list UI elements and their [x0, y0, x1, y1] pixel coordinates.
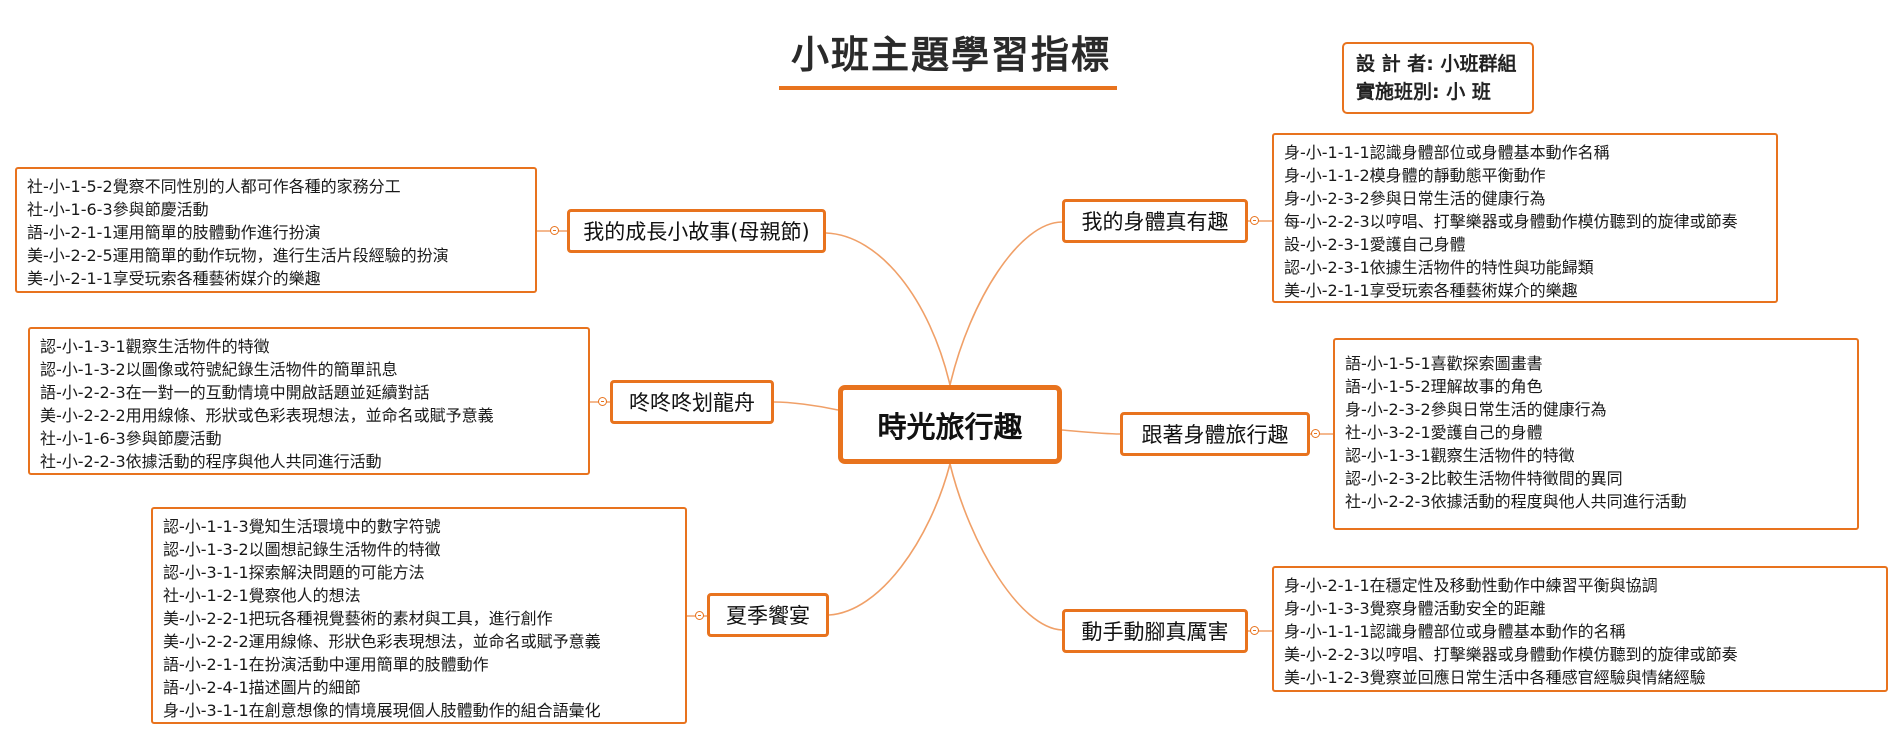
detail-box-branch-4[interactable]: 身-小-1-1-1認識身體部位或身體基本動作名稱 身-小-1-1-2模身體的靜動…	[1272, 133, 1778, 303]
collapse-toggle-icon[interactable]	[695, 611, 704, 620]
connector-center-to-branch-2	[773, 401, 839, 411]
detail-item: 認-小-1-3-2以圖想記錄生活物件的特徵	[163, 540, 441, 559]
detail-item: 語-小-1-5-1喜歡探索圖畫書	[1345, 354, 1543, 373]
detail-item: 美-小-2-1-1享受玩索各種藝術媒介的樂趣	[1284, 281, 1578, 300]
connector-center-to-branch-1	[825, 232, 951, 386]
detail-item: 語-小-2-1-1運用簡單的肢體動作進行扮演	[27, 223, 321, 242]
detail-item: 每-小-2-2-3以哼唱、打擊樂器或身體動作模仿聽到的旋律或節奏	[1284, 212, 1738, 231]
collapse-toggle-icon[interactable]	[598, 397, 607, 406]
branch-topic-summer-feast[interactable]: 夏季饗宴	[707, 593, 829, 637]
page-title: 小班主題學習指標	[790, 33, 1111, 77]
central-topic[interactable]: 時光旅行趣	[838, 385, 1062, 464]
detail-box-branch-2[interactable]: 認-小-1-3-1觀察生活物件的特徵 認-小-1-3-2以圖像或符號紀錄生活物件…	[28, 327, 590, 475]
detail-item: 語-小-2-1-1在扮演活動中運用簡單的肢體動作	[163, 655, 489, 674]
detail-item: 語-小-2-2-3在一對一的互動情境中開啟話題並延續對話	[40, 383, 430, 402]
detail-item: 社-小-1-2-1覺察他人的想法	[163, 586, 361, 605]
detail-item: 美-小-2-2-1把玩各種視覺藝術的素材與工具，進行創作	[163, 609, 553, 628]
collapse-toggle-icon[interactable]	[1311, 429, 1320, 438]
detail-item: 社-小-2-2-3依據活動的程序與他人共同進行活動	[40, 452, 382, 471]
branch-topic-dragon-boat[interactable]: 咚咚咚划龍舟	[610, 380, 774, 424]
detail-item: 美-小-2-2-2用用線條、形狀或色彩表現想法，並命名或賦予意義	[40, 406, 494, 425]
collapse-toggle-icon[interactable]	[1250, 216, 1259, 225]
detail-box-branch-1[interactable]: 社-小-1-5-2覺察不同性別的人都可作各種的家務分工 社-小-1-6-3參與節…	[15, 167, 537, 293]
detail-item: 美-小-2-2-5運用簡單的動作玩物，進行生活片段經驗的扮演	[27, 246, 449, 265]
detail-item: 認-小-1-3-1觀察生活物件的特徵	[40, 337, 270, 356]
connector-center-to-branch-3	[828, 463, 951, 616]
connector-center-to-branch-4	[949, 221, 1063, 386]
detail-item: 語-小-1-5-2理解故事的角色	[1345, 377, 1543, 396]
class-line: 實施班別: 小 班	[1356, 81, 1491, 103]
designer-info-box: 設 計 者: 小班群組 實施班別: 小 班	[1342, 42, 1534, 114]
detail-box-branch-6[interactable]: 身-小-2-1-1在穩定性及移動性動作中練習平衡與協調 身-小-1-3-3覺察身…	[1272, 566, 1888, 692]
collapse-toggle-icon[interactable]	[550, 226, 559, 235]
detail-box-branch-3[interactable]: 認-小-1-1-3覺知生活環境中的數字符號 認-小-1-3-2以圖想記錄生活物件…	[151, 507, 687, 724]
branch-topic-body-travel[interactable]: 跟著身體旅行趣	[1120, 412, 1310, 456]
detail-item: 身-小-1-1-1認識身體部位或身體基本動作的名稱	[1284, 622, 1626, 641]
detail-item: 美-小-1-2-3覺察並回應日常生活中各種感官經驗與情緒經驗	[1284, 668, 1706, 687]
detail-item: 認-小-1-1-3覺知生活環境中的數字符號	[163, 517, 441, 536]
detail-item: 社-小-3-2-1愛護自己的身體	[1345, 423, 1543, 442]
detail-item: 身-小-1-1-1認識身體部位或身體基本動作名稱	[1284, 143, 1610, 162]
detail-item: 社-小-1-6-3參與節慶活動	[40, 429, 222, 448]
connector-center-to-branch-6	[949, 463, 1063, 631]
detail-item: 社-小-1-5-2覺察不同性別的人都可作各種的家務分工	[27, 177, 401, 196]
detail-item: 身-小-2-3-2參與日常生活的健康行為	[1284, 189, 1546, 208]
branch-topic-mothers-day[interactable]: 我的成長小故事(母親節)	[567, 209, 826, 253]
detail-item: 認-小-1-3-2以圖像或符號紀錄生活物件的簡單訊息	[40, 360, 398, 379]
detail-item: 認-小-3-1-1探索解決問題的可能方法	[163, 563, 425, 582]
detail-item: 身-小-2-3-2參與日常生活的健康行為	[1345, 400, 1607, 419]
branch-topic-my-body[interactable]: 我的身體真有趣	[1062, 199, 1248, 243]
detail-item: 認-小-1-3-1觀察生活物件的特徵	[1345, 446, 1575, 465]
designer-line: 設 計 者: 小班群組	[1356, 53, 1517, 75]
connector-center-to-branch-5	[1061, 429, 1121, 435]
detail-box-branch-5[interactable]: 語-小-1-5-1喜歡探索圖畫書 語-小-1-5-2理解故事的角色 身-小-2-…	[1333, 338, 1859, 530]
detail-item: 認-小-2-3-1依據生活物件的特性與功能歸類	[1284, 258, 1594, 277]
detail-item: 社-小-2-2-3依據活動的程度與他人共同進行活動	[1345, 492, 1687, 511]
detail-item: 設-小-2-3-1愛護自己身體	[1284, 235, 1466, 254]
branch-topic-hands-feet[interactable]: 動手動腳真厲害	[1062, 609, 1248, 653]
detail-item: 美-小-2-2-2運用線條、形狀色彩表現想法，並命名或賦予意義	[163, 632, 601, 651]
detail-item: 美-小-2-2-3以哼唱、打擊樂器或身體動作模仿聽到的旋律或節奏	[1284, 645, 1738, 664]
detail-item: 認-小-2-3-2比較生活物件特徵間的異同	[1345, 469, 1623, 488]
detail-item: 美-小-2-1-1享受玩索各種藝術媒介的樂趣	[27, 269, 321, 288]
detail-item: 社-小-1-6-3參與節慶活動	[27, 200, 209, 219]
title-underline	[779, 86, 1117, 90]
detail-item: 身-小-3-1-1在創意想像的情境展現個人肢體動作的組合語彙化	[163, 701, 601, 720]
detail-item: 身-小-1-1-2模身體的靜動態平衡動作	[1284, 166, 1546, 185]
detail-item: 語-小-2-4-1描述圖片的細節	[163, 678, 361, 697]
detail-item: 身-小-2-1-1在穩定性及移動性動作中練習平衡與協調	[1284, 576, 1658, 595]
collapse-toggle-icon[interactable]	[1250, 626, 1259, 635]
detail-item: 身-小-1-3-3覺察身體活動安全的距離	[1284, 599, 1546, 618]
